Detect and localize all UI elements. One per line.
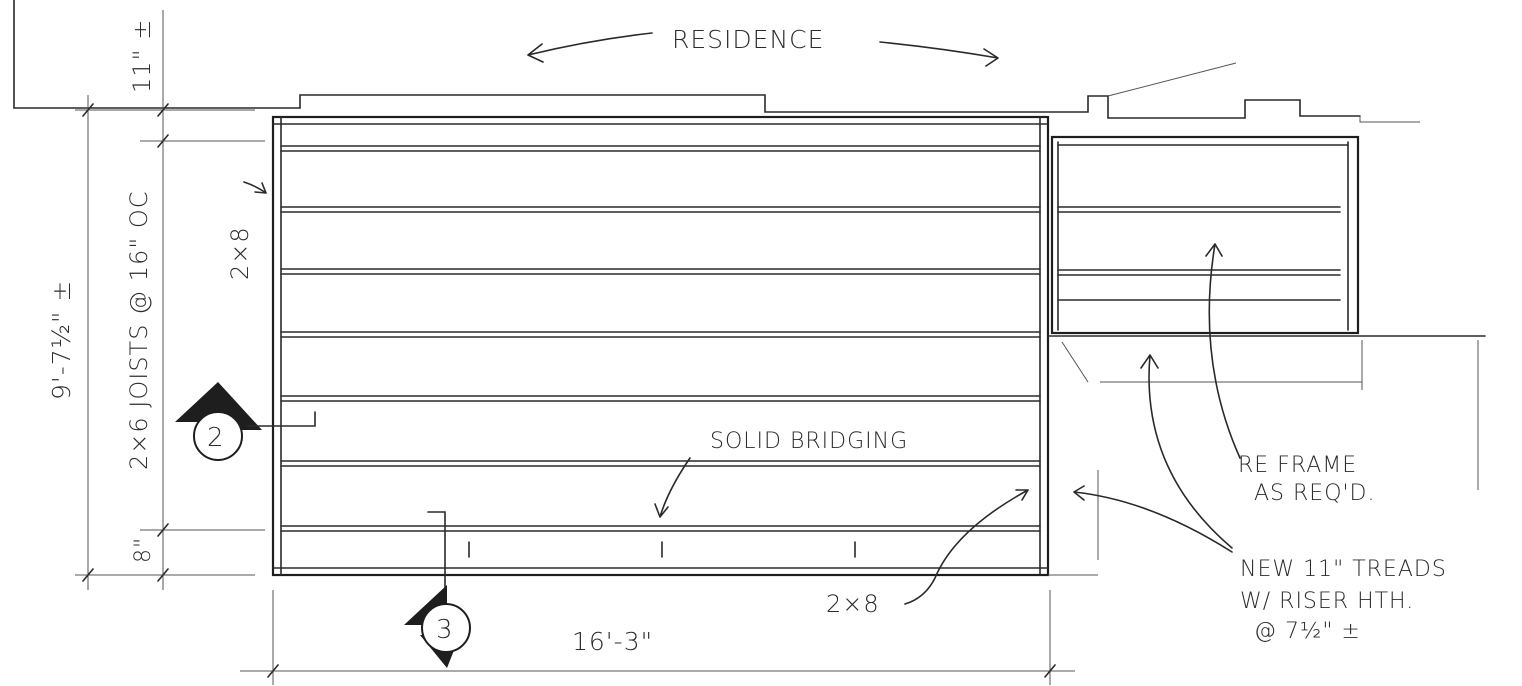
joists (280, 145, 1041, 532)
residence-label-group: RESIDENCE (527, 25, 999, 67)
section-callout-2-label: 2 (207, 423, 225, 453)
arrow-icon (243, 181, 267, 194)
section-callout-3: 3 (404, 511, 471, 668)
rim-label-left: 2×8 (226, 226, 254, 280)
treads-note-line-2: W/ RISER HTH. (1240, 589, 1414, 614)
bottom-dimension: 16'-3" (240, 590, 1075, 685)
overall-depth-dim: 9'-7½" ± (47, 280, 76, 400)
joist-line (280, 525, 1041, 532)
left-dimensions: 9'-7½" ± 2×6 JOISTS @ 16" OC 11" ± 8" 2×… (47, 10, 267, 590)
arrow-icon (1205, 243, 1241, 459)
arrow-icon (1140, 354, 1233, 549)
treads-note-line-1: NEW 11" TREADS (1240, 557, 1447, 582)
top-offset-dim: 11" ± (128, 19, 156, 93)
reframe-note-line-2: AS REQ'D. (1254, 481, 1376, 506)
right-arrow-icon (879, 41, 999, 67)
residence-wall-line (13, 0, 1420, 123)
bottom-offset-dim: 8" (131, 537, 156, 563)
arrow-icon (1073, 485, 1233, 553)
reframe-note-group: RE FRAME AS REQ'D. (1205, 243, 1376, 506)
joist-line (280, 331, 1041, 338)
bridging-label: SOLID BRIDGING (710, 429, 908, 454)
arrow-icon (904, 489, 1029, 605)
overall-width-dim: 16'-3" (572, 627, 653, 656)
arrow-icon (654, 457, 691, 518)
treads-note-line-3: @ 7½" ± (1254, 619, 1361, 644)
rim-label-bottom: 2×8 (826, 590, 880, 618)
bridging-label-group: SOLID BRIDGING (654, 429, 908, 518)
main-deck-frame (271, 115, 1050, 577)
joist-line (280, 460, 1041, 467)
joist-line (280, 206, 1041, 213)
stair-frame (1047, 135, 1486, 576)
rim-label-bottom-group: 2×8 (826, 489, 1029, 618)
reframe-note-line-1: RE FRAME (1238, 453, 1357, 478)
residence-label: RESIDENCE (672, 25, 824, 54)
left-arrow-icon (527, 32, 653, 63)
solid-bridging-ticks (468, 541, 856, 558)
treads-note-group: NEW 11" TREADS W/ RISER HTH. @ 7½" ± (1073, 354, 1447, 644)
joist-line (280, 395, 1041, 402)
section-callout-3-label: 3 (436, 615, 454, 645)
joist-line (280, 145, 1041, 152)
section-callout-2: 2 (175, 382, 316, 461)
joist-line (280, 268, 1041, 275)
joist-spacing-note: 2×6 JOISTS @ 16" OC (125, 190, 153, 470)
